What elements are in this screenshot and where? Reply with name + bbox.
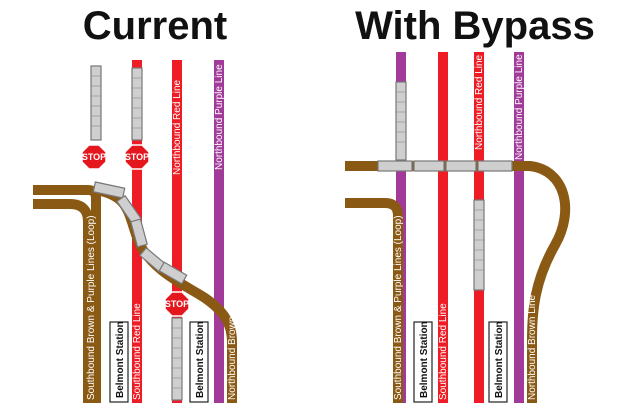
current-outer-brown-track [33, 199, 93, 403]
bypass-train-purple [395, 81, 407, 161]
bypass-station-left: Belmont Station [413, 321, 433, 403]
svg-text:Belmont Station: Belmont Station [115, 321, 126, 398]
current-label-northbound-red: Northbound Red Line [172, 79, 183, 175]
stop-sign-1: STOP [81, 144, 107, 170]
bypass-label-southbound-brown-purple: Southbound Brown & Purple Lines (Loop) [393, 215, 404, 400]
bypass-northbound-purple-track [514, 52, 524, 403]
bypass-label-northbound-red: Northbound Red Line [474, 54, 485, 150]
svg-text:STOP: STOP [82, 152, 106, 162]
bypass-title: With Bypass [355, 4, 595, 48]
svg-text:STOP: STOP [165, 299, 189, 309]
bypass-panel: Belmont Station Belmont Station Southbou… [345, 52, 571, 403]
current-train-station [171, 317, 183, 401]
bypass-train-red [473, 199, 485, 291]
svg-text:STOP: STOP [125, 152, 149, 162]
stop-sign-2: STOP [124, 144, 150, 170]
stop-sign-3: STOP [164, 291, 190, 317]
current-train-crossing [92, 181, 188, 285]
current-panel: STOP STOP STOP Belmont Station Belmont S… [33, 60, 238, 403]
svg-text:Belmont Station: Belmont Station [419, 321, 430, 398]
svg-text:Belmont Station: Belmont Station [494, 321, 505, 398]
bypass-station-right: Belmont Station [488, 321, 508, 403]
current-train-red [131, 67, 143, 141]
current-station-right: Belmont Station [189, 321, 209, 403]
current-station-left: Belmont Station [109, 321, 129, 403]
current-label-northbound-brown: Northbound Brown Line [227, 294, 238, 400]
current-label-southbound-red: Southbound Red Line [132, 303, 143, 400]
bypass-southbound-loop-track [345, 198, 403, 403]
bypass-train-flyover [377, 160, 513, 172]
bypass-label-northbound-brown: Northbound Brown Line [527, 294, 538, 400]
current-label-southbound-brown-purple: Southbound Brown & Purple Lines (Loop) [86, 215, 97, 400]
current-label-northbound-purple: Northbound Purple Line [214, 64, 225, 170]
current-title: Current [82, 4, 228, 48]
bypass-label-southbound-red: Southbound Red Line [438, 303, 449, 400]
svg-text:Belmont Station: Belmont Station [195, 321, 206, 398]
current-northbound-red-track [172, 60, 182, 403]
bypass-label-northbound-purple: Northbound Purple Line [514, 54, 525, 160]
bypass-southbound-red-track [438, 52, 448, 403]
current-northbound-purple-track [214, 60, 224, 403]
bypass-flyover-track [345, 161, 571, 403]
current-train-upper [90, 65, 102, 141]
